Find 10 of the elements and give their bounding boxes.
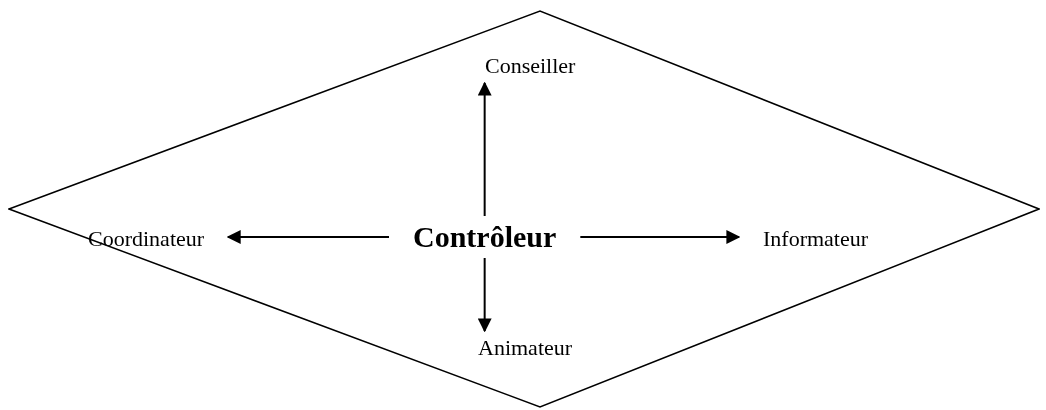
role-label: Animateur bbox=[478, 335, 573, 361]
arrow bbox=[477, 257, 492, 333]
arrow bbox=[226, 230, 390, 244]
arrow bbox=[579, 230, 741, 244]
role-label: Coordinateur bbox=[88, 226, 205, 252]
diamond-outline bbox=[8, 10, 1040, 408]
arrow bbox=[477, 81, 492, 217]
center-role-label: Contrôleur bbox=[413, 220, 557, 254]
role-label: Informateur bbox=[763, 226, 869, 252]
role-label: Conseiller bbox=[485, 53, 576, 79]
